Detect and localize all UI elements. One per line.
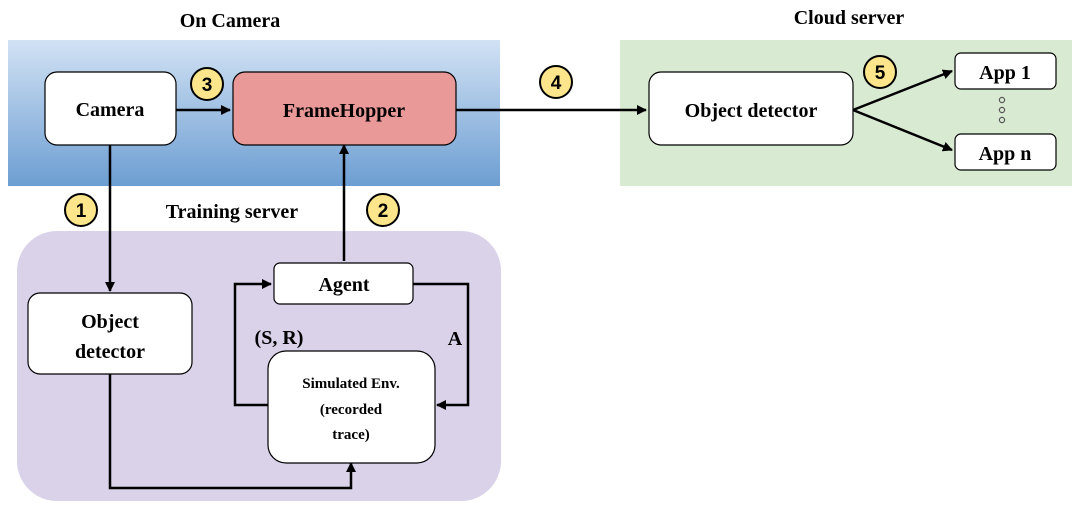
node-simulated-env-line3: trace) xyxy=(332,427,369,443)
node-agent-label: Agent xyxy=(318,274,369,296)
step-badge-4-label: 4 xyxy=(551,73,562,94)
step-badge-2: 2 xyxy=(366,193,400,227)
step-badge-5: 5 xyxy=(863,55,897,89)
node-training-object-detector-line2: detector xyxy=(75,341,145,363)
node-simulated-env-line1: Simulated Env. xyxy=(302,376,400,392)
node-camera[interactable]: Camera xyxy=(44,71,177,146)
step-badge-4: 4 xyxy=(539,65,573,99)
node-framehopper[interactable]: FrameHopper xyxy=(232,71,457,146)
step-badge-2-label: 2 xyxy=(378,201,389,222)
node-training-object-detector[interactable]: Object detector xyxy=(27,292,193,375)
node-training-object-detector-line1: Object xyxy=(81,311,139,333)
cloud-region-title: Cloud server xyxy=(794,7,905,29)
node-app-1[interactable]: App 1 xyxy=(954,52,1057,90)
arrow-agent-to-env-action xyxy=(413,282,470,410)
node-app-1-label: App 1 xyxy=(979,62,1031,84)
node-app-n-label: App n xyxy=(979,143,1032,165)
camera-region-title: On Camera xyxy=(180,10,281,32)
step-badge-3-label: 3 xyxy=(202,75,213,96)
app-ellipsis xyxy=(998,96,1006,124)
node-camera-label: Camera xyxy=(76,99,145,121)
connectors xyxy=(105,69,953,490)
edge-label-state-reward: (S, R) xyxy=(255,327,304,349)
training-region-title: Training server xyxy=(166,201,299,223)
step-badge-5-label: 5 xyxy=(875,63,886,84)
node-simulated-env-line2: (recorded xyxy=(320,402,383,418)
step-badge-1: 1 xyxy=(64,193,98,227)
step-badge-3: 3 xyxy=(190,67,224,101)
arrow-detector-to-appn xyxy=(852,108,953,152)
node-app-n[interactable]: App n xyxy=(954,133,1057,171)
edge-label-action: A xyxy=(448,328,463,350)
node-framehopper-label: FrameHopper xyxy=(283,100,405,122)
node-agent[interactable]: Agent xyxy=(273,262,414,305)
node-cloud-object-detector[interactable]: Object detector xyxy=(648,71,854,146)
arrow-detector-to-app1 xyxy=(852,69,953,112)
step-badge-1-label: 1 xyxy=(76,201,87,222)
arrow-detector-to-simulated-env xyxy=(108,374,356,490)
node-cloud-object-detector-label: Object detector xyxy=(685,100,818,122)
node-simulated-env[interactable]: Simulated Env. (recorded trace) xyxy=(267,350,436,464)
arrow-env-to-agent-state-reward xyxy=(233,279,272,407)
